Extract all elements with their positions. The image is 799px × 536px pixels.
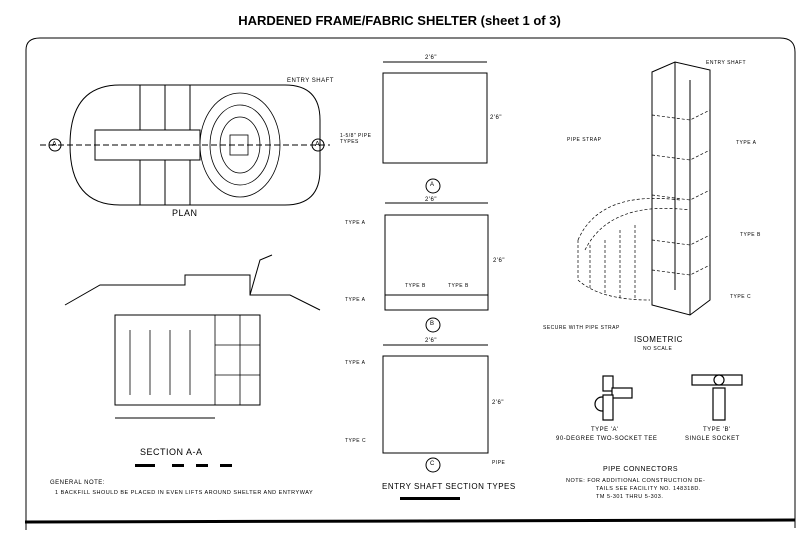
isometric-sublabel: NO SCALE	[643, 346, 673, 352]
connector-note-line-3: TM 5-301 THRU 5-303.	[596, 494, 664, 500]
general-note-heading: GENERAL NOTE:	[50, 480, 105, 486]
entry-shaft-sections-label: ENTRY SHAFT SECTION TYPES	[382, 482, 516, 491]
section-marker-right: A	[315, 141, 321, 148]
connector-a-desc: 90-DEGREE TWO-SOCKET TEE	[556, 436, 658, 442]
iso-type-c-label: TYPE C	[730, 294, 752, 300]
plan-view	[40, 84, 330, 206]
scale-bar	[135, 464, 232, 467]
shaft-c-width-dim: 2'6"	[425, 338, 437, 344]
general-note-item: 1 BACKFILL SHOULD BE PLACED IN EVEN LIFT…	[55, 490, 314, 496]
shaft-b-type-b2: TYPE B	[448, 283, 469, 289]
section-label: SECTION A-A	[140, 447, 203, 457]
shaft-section-b	[384, 202, 489, 333]
shaft-c-type-c: TYPE C	[345, 438, 367, 444]
isometric-label: ISOMETRIC	[634, 335, 683, 344]
shaft-section-a	[382, 61, 488, 194]
pipe-connectors-label: PIPE CONNECTORS	[603, 466, 679, 473]
shaft-c-height-dim: 2'6"	[492, 400, 504, 406]
bottom-border	[24, 518, 796, 524]
connector-b-desc: SINGLE SOCKET	[685, 436, 740, 442]
connector-a-name: TYPE 'A'	[591, 427, 619, 433]
shaft-a-height-dim: 2'6"	[490, 115, 502, 121]
iso-entry-shaft-label: ENTRY SHAFT	[706, 60, 747, 66]
connector-note-line-1: NOTE: FOR ADDITIONAL CONSTRUCTION DE-	[566, 478, 706, 484]
connector-note-line-2: TAILS SEE FACILITY NO. 148318D.	[596, 486, 701, 492]
shaft-c-marker: C	[430, 461, 435, 467]
plan-entry-shaft-label: ENTRY SHAFT	[287, 78, 334, 84]
section-view	[64, 254, 321, 419]
shaft-section-c	[382, 344, 489, 473]
iso-secure-label: SECURE WITH PIPE STRAP	[543, 325, 620, 331]
shaft-a-callout: 1-5/8" PIPE TYPES	[340, 133, 372, 145]
isometric-view	[577, 61, 711, 316]
iso-type-b-label: TYPE B	[740, 232, 761, 238]
sheet-border	[25, 37, 796, 530]
sheet-title: HARDENED FRAME/FABRIC SHELTER (sheet 1 o…	[238, 13, 561, 28]
connector-b-name: TYPE 'B'	[703, 427, 731, 433]
shaft-a-width-dim: 2'6"	[425, 55, 437, 61]
shaft-c-type-a: TYPE A	[345, 360, 366, 366]
connector-type-b-drawing	[691, 374, 743, 421]
shaft-b-marker: B	[430, 321, 435, 327]
shaft-scale-bar	[400, 497, 460, 500]
shaft-c-callout: PIPE	[492, 460, 506, 466]
iso-type-a-label: TYPE A	[736, 140, 757, 146]
shaft-b-type-top: TYPE A	[345, 220, 366, 226]
shaft-a-marker: A	[430, 182, 435, 188]
connector-type-a-drawing	[594, 375, 633, 421]
section-marker-left: A	[52, 141, 58, 148]
shaft-b-type-b1: TYPE B	[405, 283, 426, 289]
shaft-b-type-bottom: TYPE A	[345, 297, 366, 303]
plan-label: PLAN	[172, 208, 198, 218]
shaft-b-height-dim: 2'6"	[493, 258, 505, 264]
shaft-b-width-dim: 2'6"	[425, 197, 437, 203]
iso-pipe-strap-label: PIPE STRAP	[567, 137, 602, 143]
